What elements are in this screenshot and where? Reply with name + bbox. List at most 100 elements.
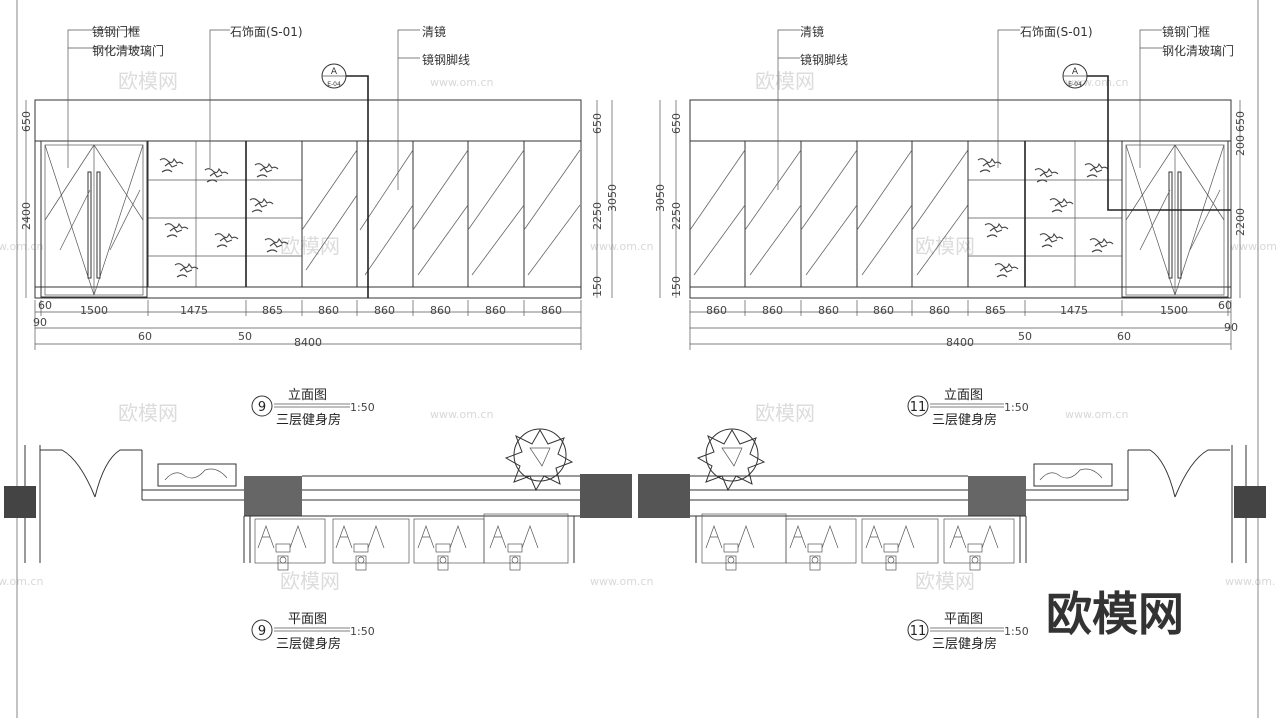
dim-label: 8400 — [946, 336, 974, 349]
drawing-scale: 1:50 — [350, 625, 375, 638]
dim-label: 150 — [670, 276, 683, 297]
mirror-panels — [301, 141, 580, 287]
drawing-room: 三层健身房 — [932, 636, 997, 652]
dim-label: 200 — [1234, 135, 1247, 156]
callout-label: 石饰面(S-01) — [230, 25, 303, 39]
watermark-text: 欧模网 — [118, 69, 178, 93]
section-sheet: E-04 — [327, 81, 341, 88]
section-letter: A — [1072, 67, 1079, 77]
dim-label: 860 — [318, 304, 339, 317]
dim-label: 150 — [591, 276, 604, 297]
drawing-number-circle — [251, 619, 273, 641]
watermark-text: 欧模网 — [280, 234, 340, 258]
dim-label: 3050 — [606, 184, 619, 212]
dim-label: 2250 — [670, 202, 683, 230]
watermark-url: www.om.cn — [1065, 76, 1128, 89]
watermark-url: www.om.cn — [590, 575, 653, 588]
dim-label: 2200 — [1234, 208, 1247, 236]
watermark-url: www.om.cn — [590, 240, 653, 253]
dim-label: 860 — [762, 304, 783, 317]
dim-label: 60 — [1117, 330, 1131, 343]
dim-label: 60 — [38, 299, 52, 312]
callout-label: 镜钢脚线 — [800, 52, 848, 67]
brand-logo-text: 欧模网 — [1046, 587, 1184, 641]
drawing-scale: 1:50 — [1004, 625, 1029, 638]
watermark-url: www.om.cn — [0, 575, 43, 588]
plant-symbol — [504, 428, 574, 492]
drawing-number: 11 — [910, 624, 927, 639]
watermark-url: www.om.cn — [1225, 575, 1276, 588]
dim-label: 3050 — [654, 184, 667, 212]
dim-label: 650 — [591, 113, 604, 134]
watermark-url: www.om.cn — [1230, 240, 1276, 253]
drawing-number: 11 — [910, 400, 927, 415]
callout-label: 清镜 — [422, 24, 446, 39]
drawing-number-circle — [907, 395, 929, 417]
watermark-layer: 欧模网 www.om.cn 欧模网 www.om.cn 欧模网 www.om.c… — [0, 69, 1276, 593]
callout-label: 钢化清玻璃门 — [92, 43, 164, 58]
dim-label: 860 — [374, 304, 395, 317]
watermark-text: 欧模网 — [755, 401, 815, 425]
drawing-room: 三层健身房 — [932, 412, 997, 428]
callout-label: 钢化清玻璃门 — [1162, 43, 1234, 58]
watermark-url: www.om.cn — [1065, 408, 1128, 421]
callout-label: 清镜 — [800, 24, 824, 39]
dim-label: 865 — [262, 304, 283, 317]
dim-label: 60 — [1218, 299, 1232, 312]
watermark-text: 欧模网 — [755, 69, 815, 93]
dim-label: 90 — [33, 316, 47, 329]
left-plan: 9 平面图 1:50 三层健身房 — [4, 428, 632, 652]
plant-symbol — [696, 428, 766, 492]
watermark-url: www.om.cn — [430, 76, 493, 89]
drawing-scale: 1:50 — [1004, 401, 1029, 414]
dim-label: 2400 — [20, 202, 33, 230]
dim-label: 860 — [430, 304, 451, 317]
drawing-number: 9 — [258, 400, 266, 415]
dim-label: 860 — [706, 304, 727, 317]
drawing-scale: 1:50 — [350, 401, 375, 414]
dim-label: 860 — [929, 304, 950, 317]
left-elevation: 镜钢门框 钢化清玻璃门 石饰面(S-01) 清镜 镜钢脚线 A E-04 60 … — [20, 24, 619, 428]
dim-label: 50 — [1018, 330, 1032, 343]
section-sheet: E-04 — [1068, 81, 1082, 88]
dim-label: 860 — [873, 304, 894, 317]
watermark-text: 欧模网 — [118, 401, 178, 425]
dim-label: 2250 — [591, 202, 604, 230]
dim-label: 1475 — [1060, 304, 1088, 317]
dim-label: 1500 — [80, 304, 108, 317]
drawing-number-circle — [251, 395, 273, 417]
callout-label: 石饰面(S-01) — [1020, 25, 1093, 39]
drawing-title: 立面图 — [288, 388, 327, 403]
dim-label: 860 — [485, 304, 506, 317]
watermark-url: www.om.cn — [0, 240, 43, 253]
right-plan: 11 平面图 1:50 三层健身房 — [638, 428, 1266, 652]
right-elevation: 清镜 镜钢脚线 石饰面(S-01) 镜钢门框 钢化清玻璃门 A E-04 860… — [654, 24, 1247, 428]
callout-label: 镜钢门框 — [92, 24, 140, 39]
drawing-title: 平面图 — [944, 612, 983, 627]
dim-label: 8400 — [294, 336, 322, 349]
callout-label: 镜钢脚线 — [422, 52, 470, 67]
brand-logo: 欧模网 — [1046, 587, 1184, 641]
drawing-number: 9 — [258, 624, 266, 639]
watermark-text: 欧模网 — [915, 234, 975, 258]
dim-label: 1500 — [1160, 304, 1188, 317]
drawing-room: 三层健身房 — [276, 412, 341, 428]
dim-label: 90 — [1224, 321, 1238, 334]
dim-label: 865 — [985, 304, 1006, 317]
watermark-text: 欧模网 — [915, 569, 975, 593]
drawing-title: 立面图 — [944, 388, 983, 403]
dim-label: 860 — [818, 304, 839, 317]
drawing-room: 三层健身房 — [276, 636, 341, 652]
section-letter: A — [331, 67, 338, 77]
callout-label: 镜钢门框 — [1162, 24, 1210, 39]
dim-label: 650 — [670, 113, 683, 134]
dim-label: 650 — [1234, 111, 1247, 132]
drawing-title: 平面图 — [288, 612, 327, 627]
dim-label: 60 — [138, 330, 152, 343]
dim-label: 50 — [238, 330, 252, 343]
dim-label: 860 — [541, 304, 562, 317]
watermark-text: 欧模网 — [280, 569, 340, 593]
dim-label: 650 — [20, 111, 33, 132]
